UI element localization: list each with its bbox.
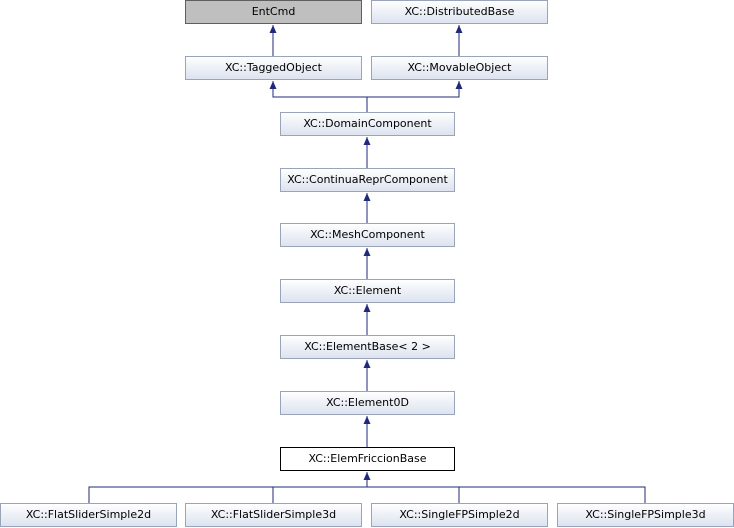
class-node-flat-slider-simple2d[interactable]: XC::FlatSliderSimple2d [0,503,177,527]
class-node-continua-repr-component[interactable]: XC::ContinuaReprComponent [280,168,455,192]
edge-children-to-friccion [88,472,646,503]
class-node-elem-friccion-base: XC::ElemFriccionBase [280,447,455,471]
class-node-entcmd: EntCmd [185,0,362,24]
edge-domain-to-parents [272,81,460,112]
class-node-tagged-object[interactable]: XC::TaggedObject [185,56,362,80]
class-node-mesh-component[interactable]: XC::MeshComponent [280,223,455,247]
class-node-domain-component[interactable]: XC::DomainComponent [280,112,455,136]
class-node-flat-slider-simple3d[interactable]: XC::FlatSliderSimple3d [185,503,362,527]
class-node-element[interactable]: XC::Element [280,279,455,303]
class-node-single-fp-simple3d[interactable]: XC::SingleFPSimple3d [557,503,734,527]
class-node-movable-object[interactable]: XC::MovableObject [371,56,548,80]
class-node-single-fp-simple2d[interactable]: XC::SingleFPSimple2d [371,503,548,527]
class-node-element-base[interactable]: XC::ElementBase< 2 > [280,335,455,359]
class-node-element0d[interactable]: XC::Element0D [280,391,455,415]
class-node-distributed-base[interactable]: XC::DistributedBase [371,0,548,24]
